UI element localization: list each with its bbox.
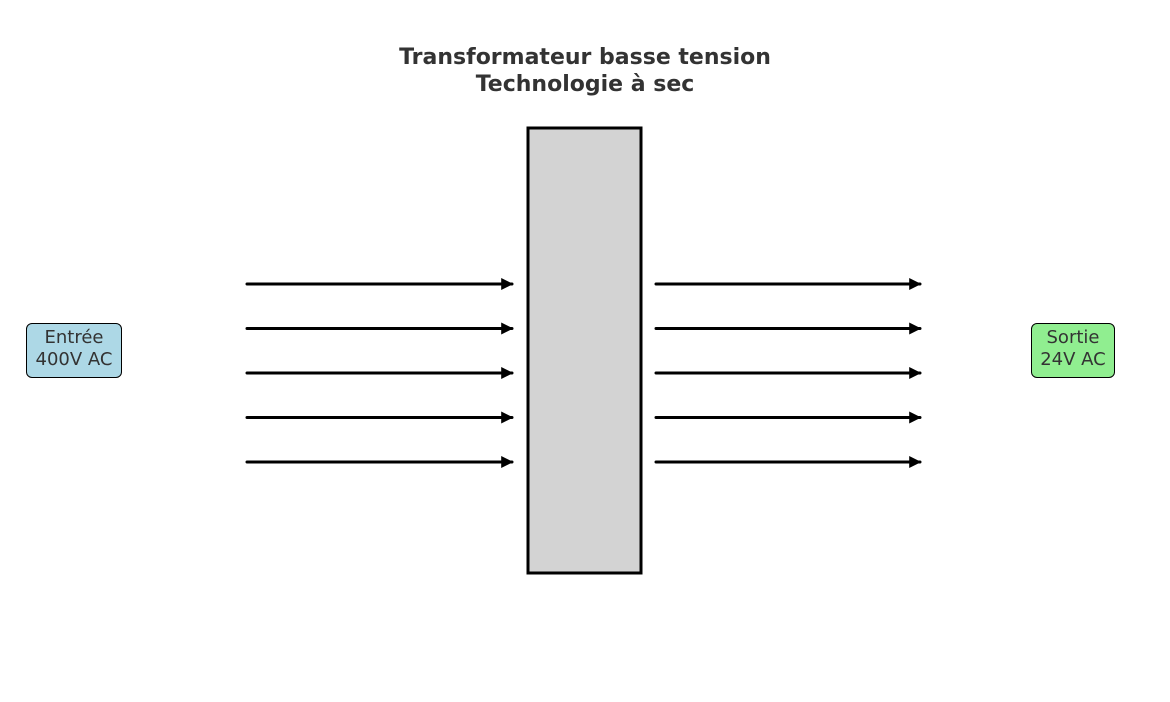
output-label-box: Sortie 24V AC	[1031, 323, 1115, 378]
input-label-line-2: 400V AC	[35, 349, 113, 370]
output-arrows	[654, 278, 922, 468]
title-line-1: Transformateur basse tension	[399, 45, 771, 70]
output-label-line-2: 24V AC	[1040, 349, 1106, 370]
title-line-2: Technologie à sec	[475, 72, 695, 97]
transformer-core	[526, 126, 643, 575]
output-label-line-1: Sortie	[1046, 327, 1100, 348]
diagram-title: Transformateur basse tension Technologie…	[0, 44, 1170, 98]
input-label-box: Entrée 400V AC	[26, 323, 122, 378]
input-label-line-1: Entrée	[44, 327, 104, 348]
input-arrows	[245, 278, 514, 468]
